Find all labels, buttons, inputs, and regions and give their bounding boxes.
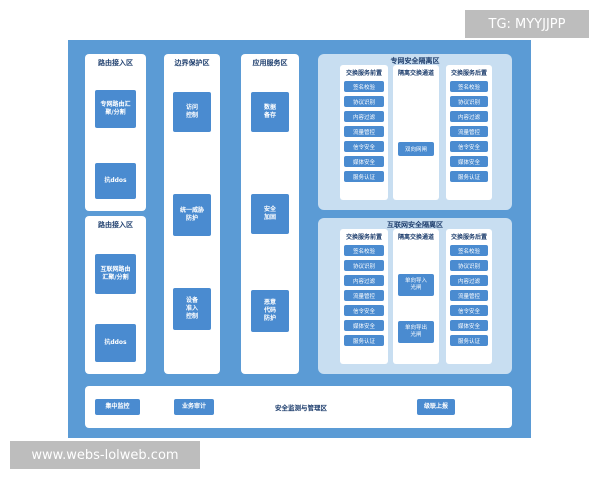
signature-check-item[interactable]: 签名校验	[344, 245, 384, 256]
route-access-title: 路由接入区	[98, 59, 133, 67]
boundary-protection-column: 边界保护区 访问 控制 统一威胁 防护 设备 准入 控制	[164, 54, 220, 374]
media-security-item[interactable]: 媒体安全	[344, 320, 384, 331]
signaling-security-item[interactable]: 信令安全	[344, 305, 384, 316]
traffic-control-item[interactable]: 流量管控	[450, 126, 488, 137]
signature-check-item[interactable]: 签名校验	[450, 81, 488, 92]
exchange-back-list: 签名校验 协议识别 内容过滤 流量管控 信令安全 媒体安全 服务认证	[450, 245, 488, 346]
private-network-isolation-zone: 专网安全隔离区 交换服务前置 签名校验 协议识别 内容过滤 流量管控 信令安全 …	[318, 54, 512, 210]
signature-check-item[interactable]: 签名校验	[450, 245, 488, 256]
boundary-protection-title: 边界保护区	[174, 59, 210, 67]
media-security-item[interactable]: 媒体安全	[450, 156, 488, 167]
isolation-channel-panel: 隔离交换通道 双向网闸	[393, 65, 439, 200]
traffic-control-item[interactable]: 流量管控	[344, 126, 384, 137]
route-access-column-bottom: 路由接入区 互联网路由 汇聚/分割 抗ddos	[85, 216, 146, 374]
malicious-code-protection-button[interactable]: 恶意 代码 防护	[251, 290, 289, 332]
application-service-title: 应用服务区	[252, 59, 288, 67]
media-security-item[interactable]: 媒体安全	[450, 320, 488, 331]
one-way-export-gateway-item[interactable]: 单向导出 光闸	[398, 321, 434, 343]
exchange-back-list: 签名校验 协议识别 内容过滤 流量管控 信令安全 媒体安全 服务认证	[450, 81, 488, 182]
traffic-control-item[interactable]: 流量管控	[450, 290, 488, 301]
content-filter-item[interactable]: 内容过滤	[344, 275, 384, 286]
watermark-top-right: TG: MYYJJPP	[465, 10, 589, 38]
anti-ddos-button[interactable]: 抗ddos	[95, 324, 136, 362]
content-filter-item[interactable]: 内容过滤	[450, 111, 488, 122]
isolation-channel-panel: 隔离交换通道 单向导入 光闸 单向导出 光闸	[393, 229, 439, 364]
private-zone-title: 专网安全隔离区	[390, 57, 440, 65]
signaling-security-item[interactable]: 信令安全	[344, 141, 384, 152]
protocol-identify-item[interactable]: 协议识别	[344, 96, 384, 107]
exchange-back-panel: 交换服务后置 签名校验 协议识别 内容过滤 流量管控 信令安全 媒体安全 服务认…	[446, 65, 492, 200]
internet-route-aggregation-button[interactable]: 互联网路由 汇聚/分割	[95, 254, 136, 294]
access-control-button[interactable]: 访问 控制	[173, 92, 211, 132]
service-auth-item[interactable]: 服务认证	[344, 171, 384, 182]
protocol-identify-item[interactable]: 协议识别	[450, 260, 488, 271]
application-service-column: 应用服务区 数据 备存 安全 加固 恶意 代码 防护	[241, 54, 299, 374]
unified-threat-protection-button[interactable]: 统一威胁 防护	[173, 194, 211, 236]
exchange-front-list: 签名校验 协议识别 内容过滤 流量管控 信令安全 媒体安全 服务认证	[344, 245, 384, 346]
exchange-front-list: 签名校验 协议识别 内容过滤 流量管控 信令安全 媒体安全 服务认证	[344, 81, 384, 182]
security-monitoring-title: 安全监测与管理区	[275, 404, 327, 412]
content-filter-item[interactable]: 内容过滤	[344, 111, 384, 122]
signature-check-item[interactable]: 签名校验	[344, 81, 384, 92]
security-hardening-button[interactable]: 安全 加固	[251, 194, 289, 234]
watermark-bottom-left: www.webs-lolweb.com	[10, 441, 200, 469]
route-access-column-top: 路由接入区 专网路由汇 聚/分割 抗ddos	[85, 54, 146, 211]
exchange-front-title: 交换服务前置	[345, 234, 382, 241]
security-monitoring-bar: 集中监控 业务审计 安全监测与管理区 级联上报	[85, 386, 512, 428]
exchange-back-title: 交换服务后置	[450, 70, 487, 77]
isolation-channel-title: 隔离交换通道	[397, 70, 434, 77]
exchange-back-panel: 交换服务后置 签名校验 协议识别 内容过滤 流量管控 信令安全 媒体安全 服务认…	[446, 229, 492, 364]
protocol-identify-item[interactable]: 协议识别	[344, 260, 384, 271]
service-auth-item[interactable]: 服务认证	[450, 171, 488, 182]
protocol-identify-item[interactable]: 协议识别	[450, 96, 488, 107]
internet-zone-title: 互联网安全隔离区	[387, 221, 443, 229]
private-route-aggregation-button[interactable]: 专网路由汇 聚/分割	[95, 90, 136, 128]
isolation-channel-title: 隔离交换通道	[397, 234, 434, 241]
exchange-front-panel: 交换服务前置 签名校验 协议识别 内容过滤 流量管控 信令安全 媒体安全 服务认…	[340, 65, 388, 200]
anti-ddos-button[interactable]: 抗ddos	[95, 163, 136, 199]
exchange-front-panel: 交换服务前置 签名校验 协议识别 内容过滤 流量管控 信令安全 媒体安全 服务认…	[340, 229, 388, 364]
business-audit-button[interactable]: 业务审计	[174, 399, 214, 415]
service-auth-item[interactable]: 服务认证	[450, 335, 488, 346]
media-security-item[interactable]: 媒体安全	[344, 156, 384, 167]
cascade-report-button[interactable]: 级联上报	[417, 399, 455, 415]
content-filter-item[interactable]: 内容过滤	[450, 275, 488, 286]
data-backup-button[interactable]: 数据 备存	[251, 92, 289, 132]
device-admission-control-button[interactable]: 设备 准入 控制	[173, 288, 211, 330]
internet-isolation-zone: 互联网安全隔离区 交换服务前置 签名校验 协议识别 内容过滤 流量管控 信令安全…	[318, 218, 512, 374]
one-way-import-gateway-item[interactable]: 单向导入 光闸	[398, 274, 434, 296]
bidirectional-gateway-item[interactable]: 双向网闸	[398, 142, 434, 156]
exchange-front-title: 交换服务前置	[345, 70, 382, 77]
route-access-title: 路由接入区	[98, 221, 133, 229]
service-auth-item[interactable]: 服务认证	[344, 335, 384, 346]
central-monitoring-button[interactable]: 集中监控	[95, 399, 140, 415]
signaling-security-item[interactable]: 信令安全	[450, 141, 488, 152]
signaling-security-item[interactable]: 信令安全	[450, 305, 488, 316]
traffic-control-item[interactable]: 流量管控	[344, 290, 384, 301]
exchange-back-title: 交换服务后置	[450, 234, 487, 241]
